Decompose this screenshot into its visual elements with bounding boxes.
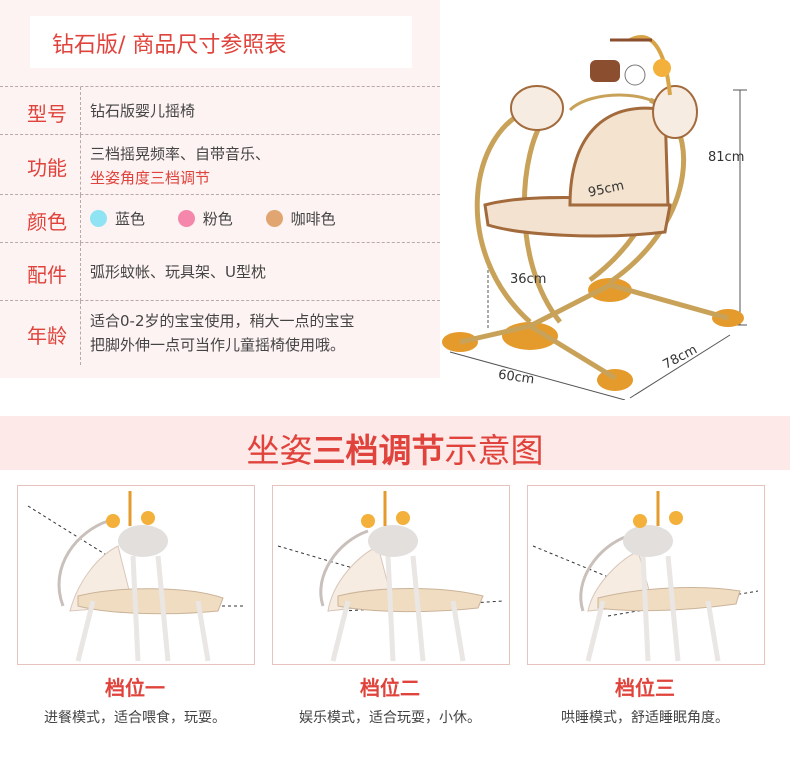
position-3-desc: 哄睡模式，舒适睡眠角度。 <box>561 710 729 726</box>
spec-table: 钻石版/ 商品尺寸参照表 型号 钻石版婴儿摇椅 功能 三档摇晃频率、自带音乐、 … <box>0 0 440 378</box>
position-1-illustration <box>27 491 243 662</box>
spec-value-age-line2: 把脚外伸一点可当作儿童摇椅使用哦。 <box>90 336 346 354</box>
spec-value-model: 钻石版婴儿摇椅 <box>90 102 196 120</box>
spec-value-function-line2: 坐姿角度三档调节 <box>90 169 211 187</box>
page-title: 钻石版/ 商品尺寸参照表 <box>52 33 287 58</box>
adjust-section-title: 坐姿三档调节示意图 <box>246 431 544 470</box>
spec-row-function: 功能 三档摇晃频率、自带音乐、 坐姿角度三档调节 <box>0 134 440 195</box>
position-2-illustration <box>277 491 504 662</box>
title-bar: 钻石版/ 商品尺寸参照表 <box>30 16 412 68</box>
swing-chair-drawing <box>442 35 747 401</box>
color-swatch-blue <box>90 210 107 227</box>
spec-row-color: 颜色 蓝色 粉色 咖啡色 <box>0 194 440 243</box>
color-option-pink: 粉色 <box>177 207 233 231</box>
adjust-section-header: 坐姿三档调节示意图 <box>0 416 790 470</box>
color-option-blue: 蓝色 <box>90 207 145 231</box>
position-panel-1 <box>17 485 255 665</box>
position-1-name: 档位一 <box>105 676 165 700</box>
position-3-illustration <box>532 491 759 662</box>
position-3-name: 档位三 <box>615 676 675 700</box>
color-swatch-coffee <box>265 210 283 227</box>
position-2-desc: 娱乐模式，适合玩耍，小休。 <box>299 710 481 726</box>
spec-label-model: 型号 <box>27 102 67 126</box>
spec-value-accessories: 弧形蚊帐、玩具架、U型枕 <box>90 263 266 281</box>
spec-label-accessories: 配件 <box>27 263 67 287</box>
spec-label-age: 年龄 <box>27 324 67 348</box>
position-2-name: 档位二 <box>360 676 420 700</box>
spec-value-age-line1: 适合0-2岁的宝宝使用，稍大一点的宝宝 <box>90 312 355 330</box>
spec-label-color: 颜色 <box>27 210 67 234</box>
dimension-seat-height: 36cm <box>510 272 547 287</box>
color-option-coffee: 咖啡色 <box>265 207 336 231</box>
dimension-height: 81cm <box>708 150 745 165</box>
position-1-desc: 进餐模式，适合喂食，玩耍。 <box>44 710 226 726</box>
spec-row-accessories: 配件 弧形蚊帐、玩具架、U型枕 <box>0 242 440 301</box>
spec-label-function: 功能 <box>27 156 67 180</box>
color-swatch-pink <box>177 210 195 227</box>
position-panel-3 <box>527 485 765 665</box>
spec-value-function-line1: 三档摇晃频率、自带音乐、 <box>90 145 271 163</box>
spec-row-age: 年龄 适合0-2岁的宝宝使用，稍大一点的宝宝 把脚外伸一点可当作儿童摇椅使用哦。 <box>0 300 440 365</box>
product-dimension-illustration: 81cm 95cm 36cm 60cm 78cm <box>440 0 790 401</box>
position-panel-2 <box>272 485 510 665</box>
spec-row-model: 型号 钻石版婴儿摇椅 <box>0 86 440 135</box>
